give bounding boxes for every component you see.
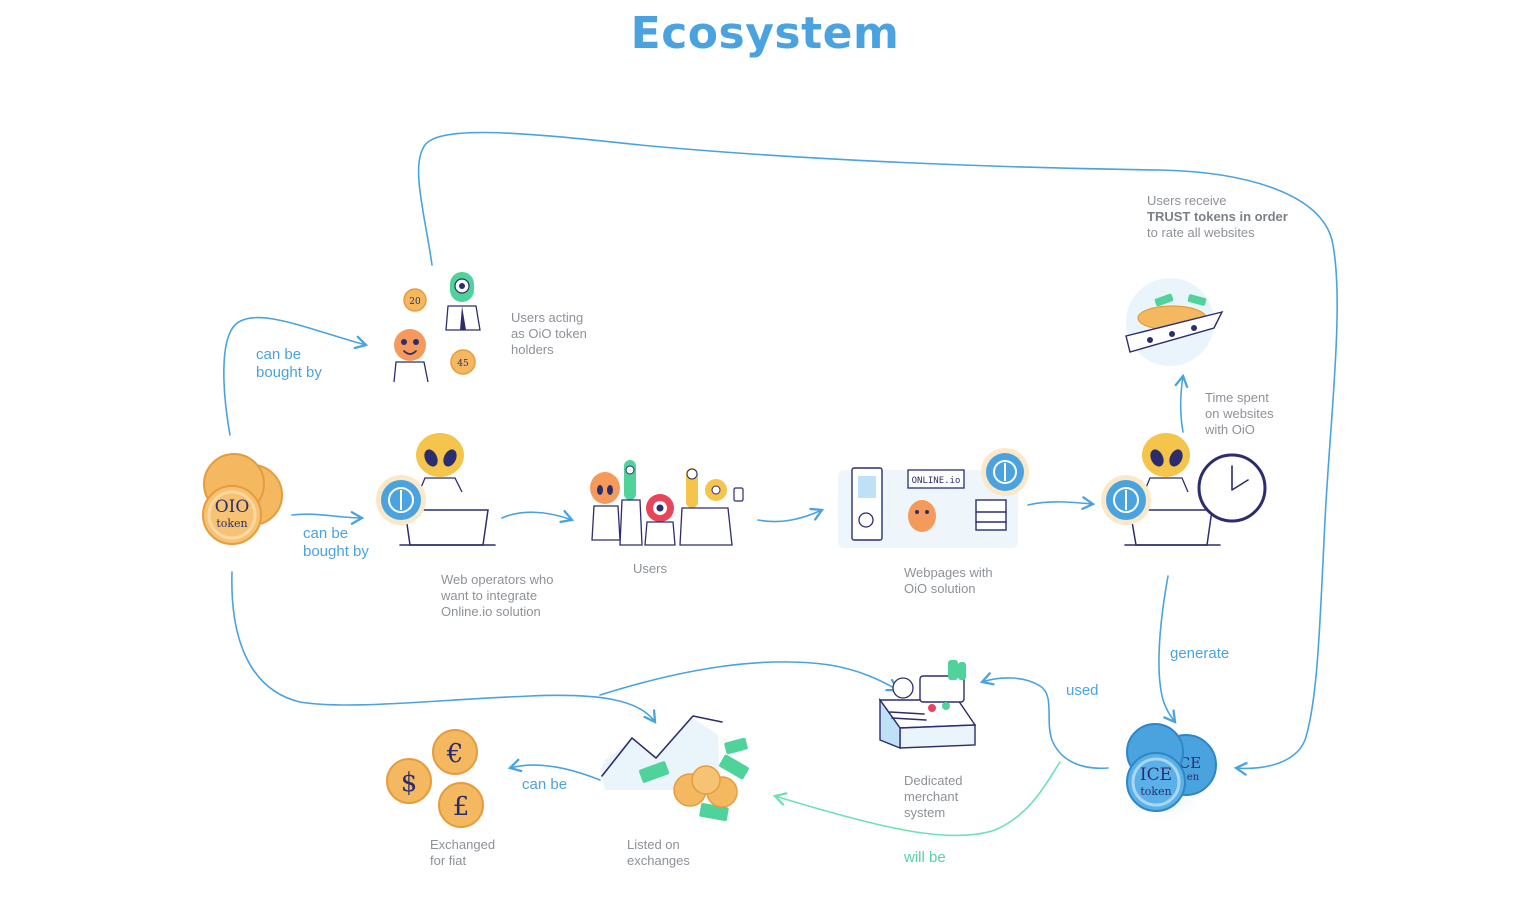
- edge-can-be: [507, 758, 601, 781]
- time-spent-label: Time spent on websites with OiO: [1205, 390, 1274, 438]
- users-label: Users: [633, 561, 667, 577]
- token-holders-icon: 20 45: [393, 272, 481, 383]
- merchant-label-line: merchant: [904, 789, 959, 804]
- trust-label: Users receive TRUST tokens in order to r…: [1147, 193, 1288, 241]
- web-operators-label-line: want to integrate: [441, 588, 538, 603]
- time-spent-label-line: Time spent: [1205, 390, 1269, 405]
- edge-label-used: used: [1066, 682, 1099, 699]
- fiat-label-line: for fiat: [430, 853, 467, 868]
- edge-label-line: bought by: [303, 543, 369, 560]
- trust-ufo-icon: [1125, 278, 1224, 366]
- user-clock-icon: [1101, 433, 1267, 546]
- edge-coin-to-operators: [291, 511, 365, 525]
- merchant-register-icon: [878, 660, 977, 750]
- edge-label-will-be: will be: [904, 849, 946, 866]
- holders-label-line: as OiO token: [511, 326, 587, 341]
- holder-coin-45: 45: [457, 359, 469, 369]
- exchanges-label-line: Listed on: [627, 837, 680, 852]
- oio-coin-sub: token: [216, 517, 247, 530]
- edge-label-line: bought by: [256, 364, 322, 381]
- trust-label-line: Users receive: [1147, 193, 1227, 208]
- users-group-icon: [590, 460, 744, 546]
- euro-symbol: €: [446, 739, 464, 769]
- holders-label-line: Users acting: [511, 310, 584, 325]
- edge-top-loop: [417, 131, 1338, 776]
- oio-coins-icon: OIO token: [198, 453, 283, 550]
- ice-coin-back-sub: en: [1187, 772, 1200, 783]
- webpages-label-line: OiO solution: [904, 581, 976, 596]
- merchant-label: Dedicated merchant system: [904, 773, 963, 821]
- web-operators-label: Web operators who want to integrate Onli…: [441, 572, 554, 620]
- edge-coin-to-holders: [223, 316, 369, 436]
- exchanges-label: Listed on exchanges: [627, 837, 690, 869]
- edge-coin-bottom: [231, 571, 657, 724]
- edge-users-to-webpages: [757, 507, 825, 523]
- ice-coins-icon: CE en ICE token: [1120, 723, 1217, 827]
- edge-label-bought-by-top: can be bought by: [256, 346, 322, 382]
- edge-operators-to-users: [501, 509, 575, 524]
- edge-webpages-to-user: [1027, 496, 1096, 511]
- users-label-line: Users: [633, 561, 667, 576]
- web-operators-label-line: Web operators who: [441, 572, 554, 587]
- webpages-label: Webpages with OiO solution: [904, 565, 993, 597]
- dollar-symbol: $: [401, 768, 418, 798]
- edge-user-to-trust: [1174, 373, 1189, 433]
- edge-will-be: [772, 761, 1061, 837]
- trust-label-line: to rate all websites: [1147, 225, 1255, 240]
- time-spent-label-line: on websites: [1205, 406, 1274, 421]
- trust-label-bold: TRUST tokens in order: [1147, 209, 1288, 224]
- edge-used: [979, 672, 1109, 770]
- edge-label-line: can be: [256, 346, 302, 363]
- holder-coin-20: 20: [409, 297, 421, 307]
- edge-generate: [1158, 575, 1177, 724]
- fiat-label: Exchanged for fiat: [430, 837, 495, 869]
- edge-label-can-be: can be: [522, 776, 568, 793]
- webpages-label-line: Webpages with: [904, 565, 993, 580]
- ice-coin-text: ICE: [1140, 765, 1172, 785]
- pound-symbol: £: [453, 792, 470, 822]
- merchant-label-line: system: [904, 805, 946, 820]
- exchanges-label-line: exchanges: [627, 853, 690, 868]
- ice-coin-back-text: CE: [1179, 754, 1201, 772]
- screen-brand: ONLINE.io: [912, 476, 961, 486]
- web-operator-icon: [376, 433, 496, 546]
- edge-label-bought-by-mid: can be bought by: [303, 525, 369, 561]
- edge-to-merchant: [599, 661, 901, 696]
- fiat-label-line: Exchanged: [430, 837, 496, 852]
- fiat-coins-icon: € $ £: [386, 729, 484, 828]
- webpages-icon: ONLINE.io: [838, 448, 1029, 548]
- time-spent-label-line: with OiO: [1205, 422, 1255, 437]
- page-title: Ecosystem: [630, 8, 900, 59]
- holders-label-line: holders: [511, 342, 554, 357]
- edge-label-line: can be: [303, 525, 349, 542]
- oio-coin-text: OIO: [215, 497, 250, 517]
- exchanges-chart-icon: [600, 715, 749, 822]
- edge-label-generate: generate: [1170, 645, 1230, 662]
- ice-coin-sub: token: [1140, 785, 1171, 798]
- merchant-label-line: Dedicated: [904, 773, 963, 788]
- web-operators-label-line: Online.io solution: [441, 604, 541, 619]
- holders-label: Users acting as OiO token holders: [511, 310, 587, 358]
